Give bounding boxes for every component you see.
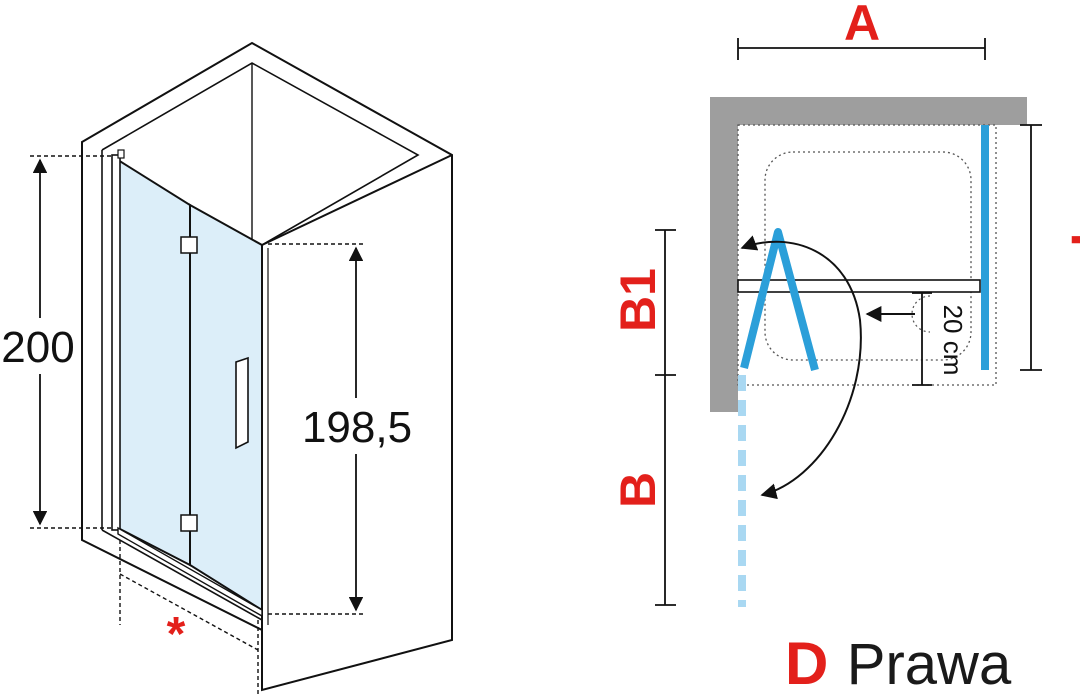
asterisk-marker: * <box>167 608 186 661</box>
door-swing-arrow <box>740 235 862 500</box>
glass-door-right-panel <box>189 203 263 612</box>
folded-door-panels <box>740 228 819 372</box>
caption-side: Prawa <box>847 632 1012 697</box>
plan-view <box>655 38 1042 607</box>
dimension-label-b: B <box>610 472 666 508</box>
shower-basin-outline <box>764 151 972 361</box>
dimension-label-b1: B1 <box>610 268 666 332</box>
caption-letter: D <box>785 630 828 697</box>
clearance-label: 20 cm <box>938 305 968 376</box>
cabin-outline <box>81 41 453 692</box>
dimension-height-total: 200 <box>1 323 74 372</box>
side-panel <box>261 154 453 630</box>
hinge-top-icon <box>180 236 198 254</box>
isometric-shower-view <box>30 41 453 695</box>
door-handle-icon <box>235 356 249 450</box>
cabin-top-inner <box>101 62 420 246</box>
dimension-label-a: A <box>844 0 880 51</box>
caption: D Prawa <box>785 630 1012 697</box>
hinge-bottom-icon <box>180 514 198 532</box>
shower-tray-outline <box>737 124 997 386</box>
dimension-label-f: F <box>1061 233 1080 264</box>
door-frame-bar <box>737 279 981 293</box>
wall-left <box>710 97 738 412</box>
wall-top <box>710 97 1027 125</box>
dimension-height-door: 198,5 <box>302 403 412 452</box>
glass-door-left-panel <box>117 158 191 567</box>
